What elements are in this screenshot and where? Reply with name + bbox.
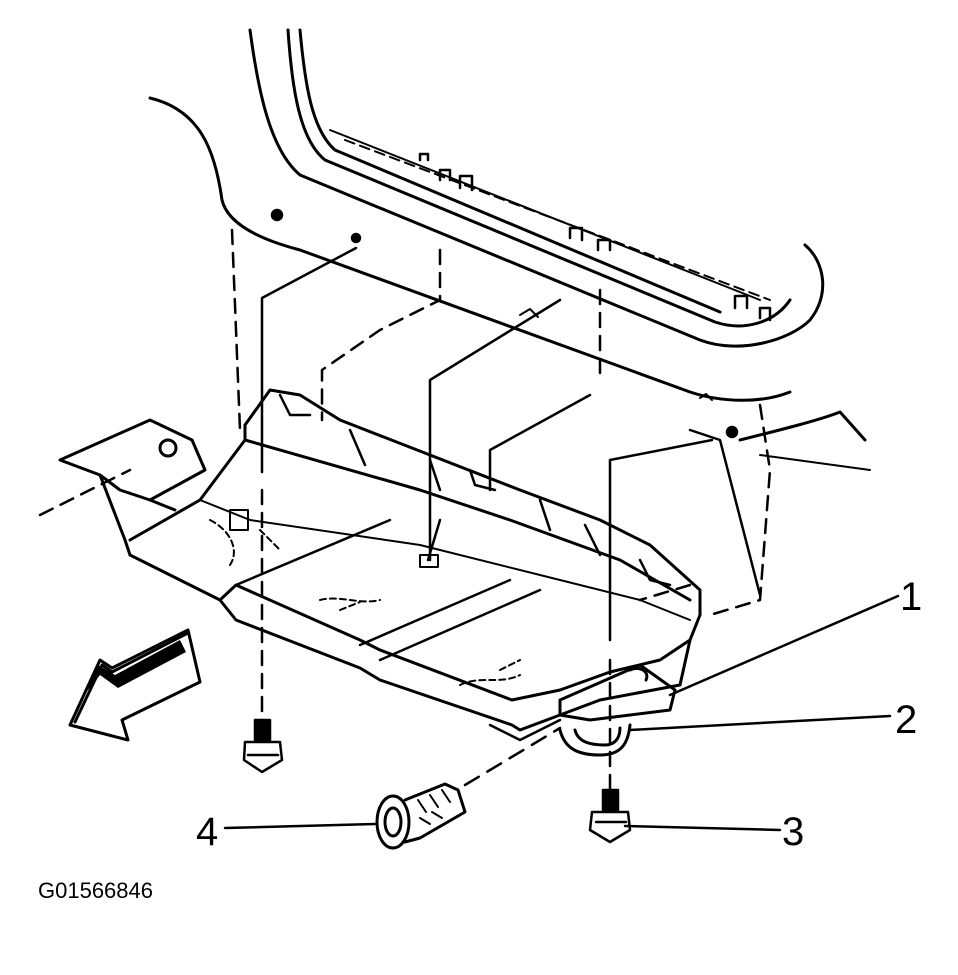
splash-shield [58, 388, 702, 742]
leader-3 [623, 824, 782, 832]
bracket [558, 723, 632, 757]
callout-2: 2 [895, 698, 917, 742]
vehicle-body [148, 28, 871, 471]
leader-1 [668, 594, 900, 697]
callout-4: 4 [196, 810, 218, 854]
figure-id: G01566846 [38, 878, 153, 903]
bolt-3 [588, 788, 632, 844]
leader-4 [223, 822, 377, 830]
alignment-lines [38, 208, 772, 792]
callout-1: 1 [900, 575, 922, 619]
retainer-4 [375, 782, 467, 850]
leader-lines [223, 594, 900, 832]
leader-2 [628, 714, 892, 732]
bolt-left [242, 718, 284, 774]
callout-3: 3 [782, 810, 804, 854]
front-direction-arrow-icon [68, 628, 202, 742]
